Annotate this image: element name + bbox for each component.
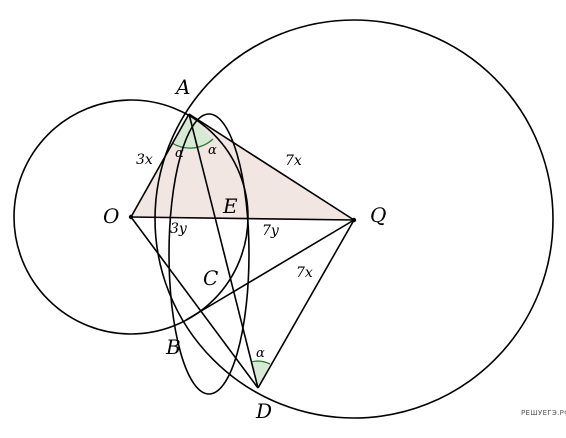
segment-od [130, 216, 259, 389]
label-angle-a-right: α [208, 143, 217, 158]
label-point-q: Q [370, 203, 386, 227]
segment-qb [185, 219, 355, 321]
label-point-d: D [255, 399, 272, 423]
angle-mark-d [251, 361, 270, 388]
label-segment-aq: 7x [285, 153, 302, 169]
watermark: РЕШУЕГЭ.РФ [521, 409, 566, 417]
segment-qd [257, 219, 355, 389]
segment-oq [130, 216, 355, 221]
segment-aq [188, 113, 355, 221]
label-segment-oe: 3y [170, 221, 188, 237]
label-point-e: E [222, 194, 238, 218]
label-segment-eq: 7y [262, 223, 280, 239]
label-point-b: B [165, 335, 181, 359]
segment-ad [188, 113, 259, 389]
circle-q [154, 19, 554, 419]
angle-mark-a-arc [171, 138, 214, 149]
label-point-o: O [103, 204, 119, 228]
label-angle-d: α [256, 346, 265, 361]
circle-aed [168, 113, 250, 395]
label-point-a: A [174, 75, 190, 99]
label-segment-qd: 7x [296, 265, 313, 281]
segment-oa [130, 113, 190, 218]
label-segment-oa: 3x [136, 152, 153, 168]
triangle-oaq-shade [131, 114, 354, 220]
label-angle-a-left: α [175, 146, 184, 161]
point-q-dot [351, 217, 357, 223]
label-point-c: C [203, 266, 218, 290]
point-o-dot [128, 214, 134, 220]
